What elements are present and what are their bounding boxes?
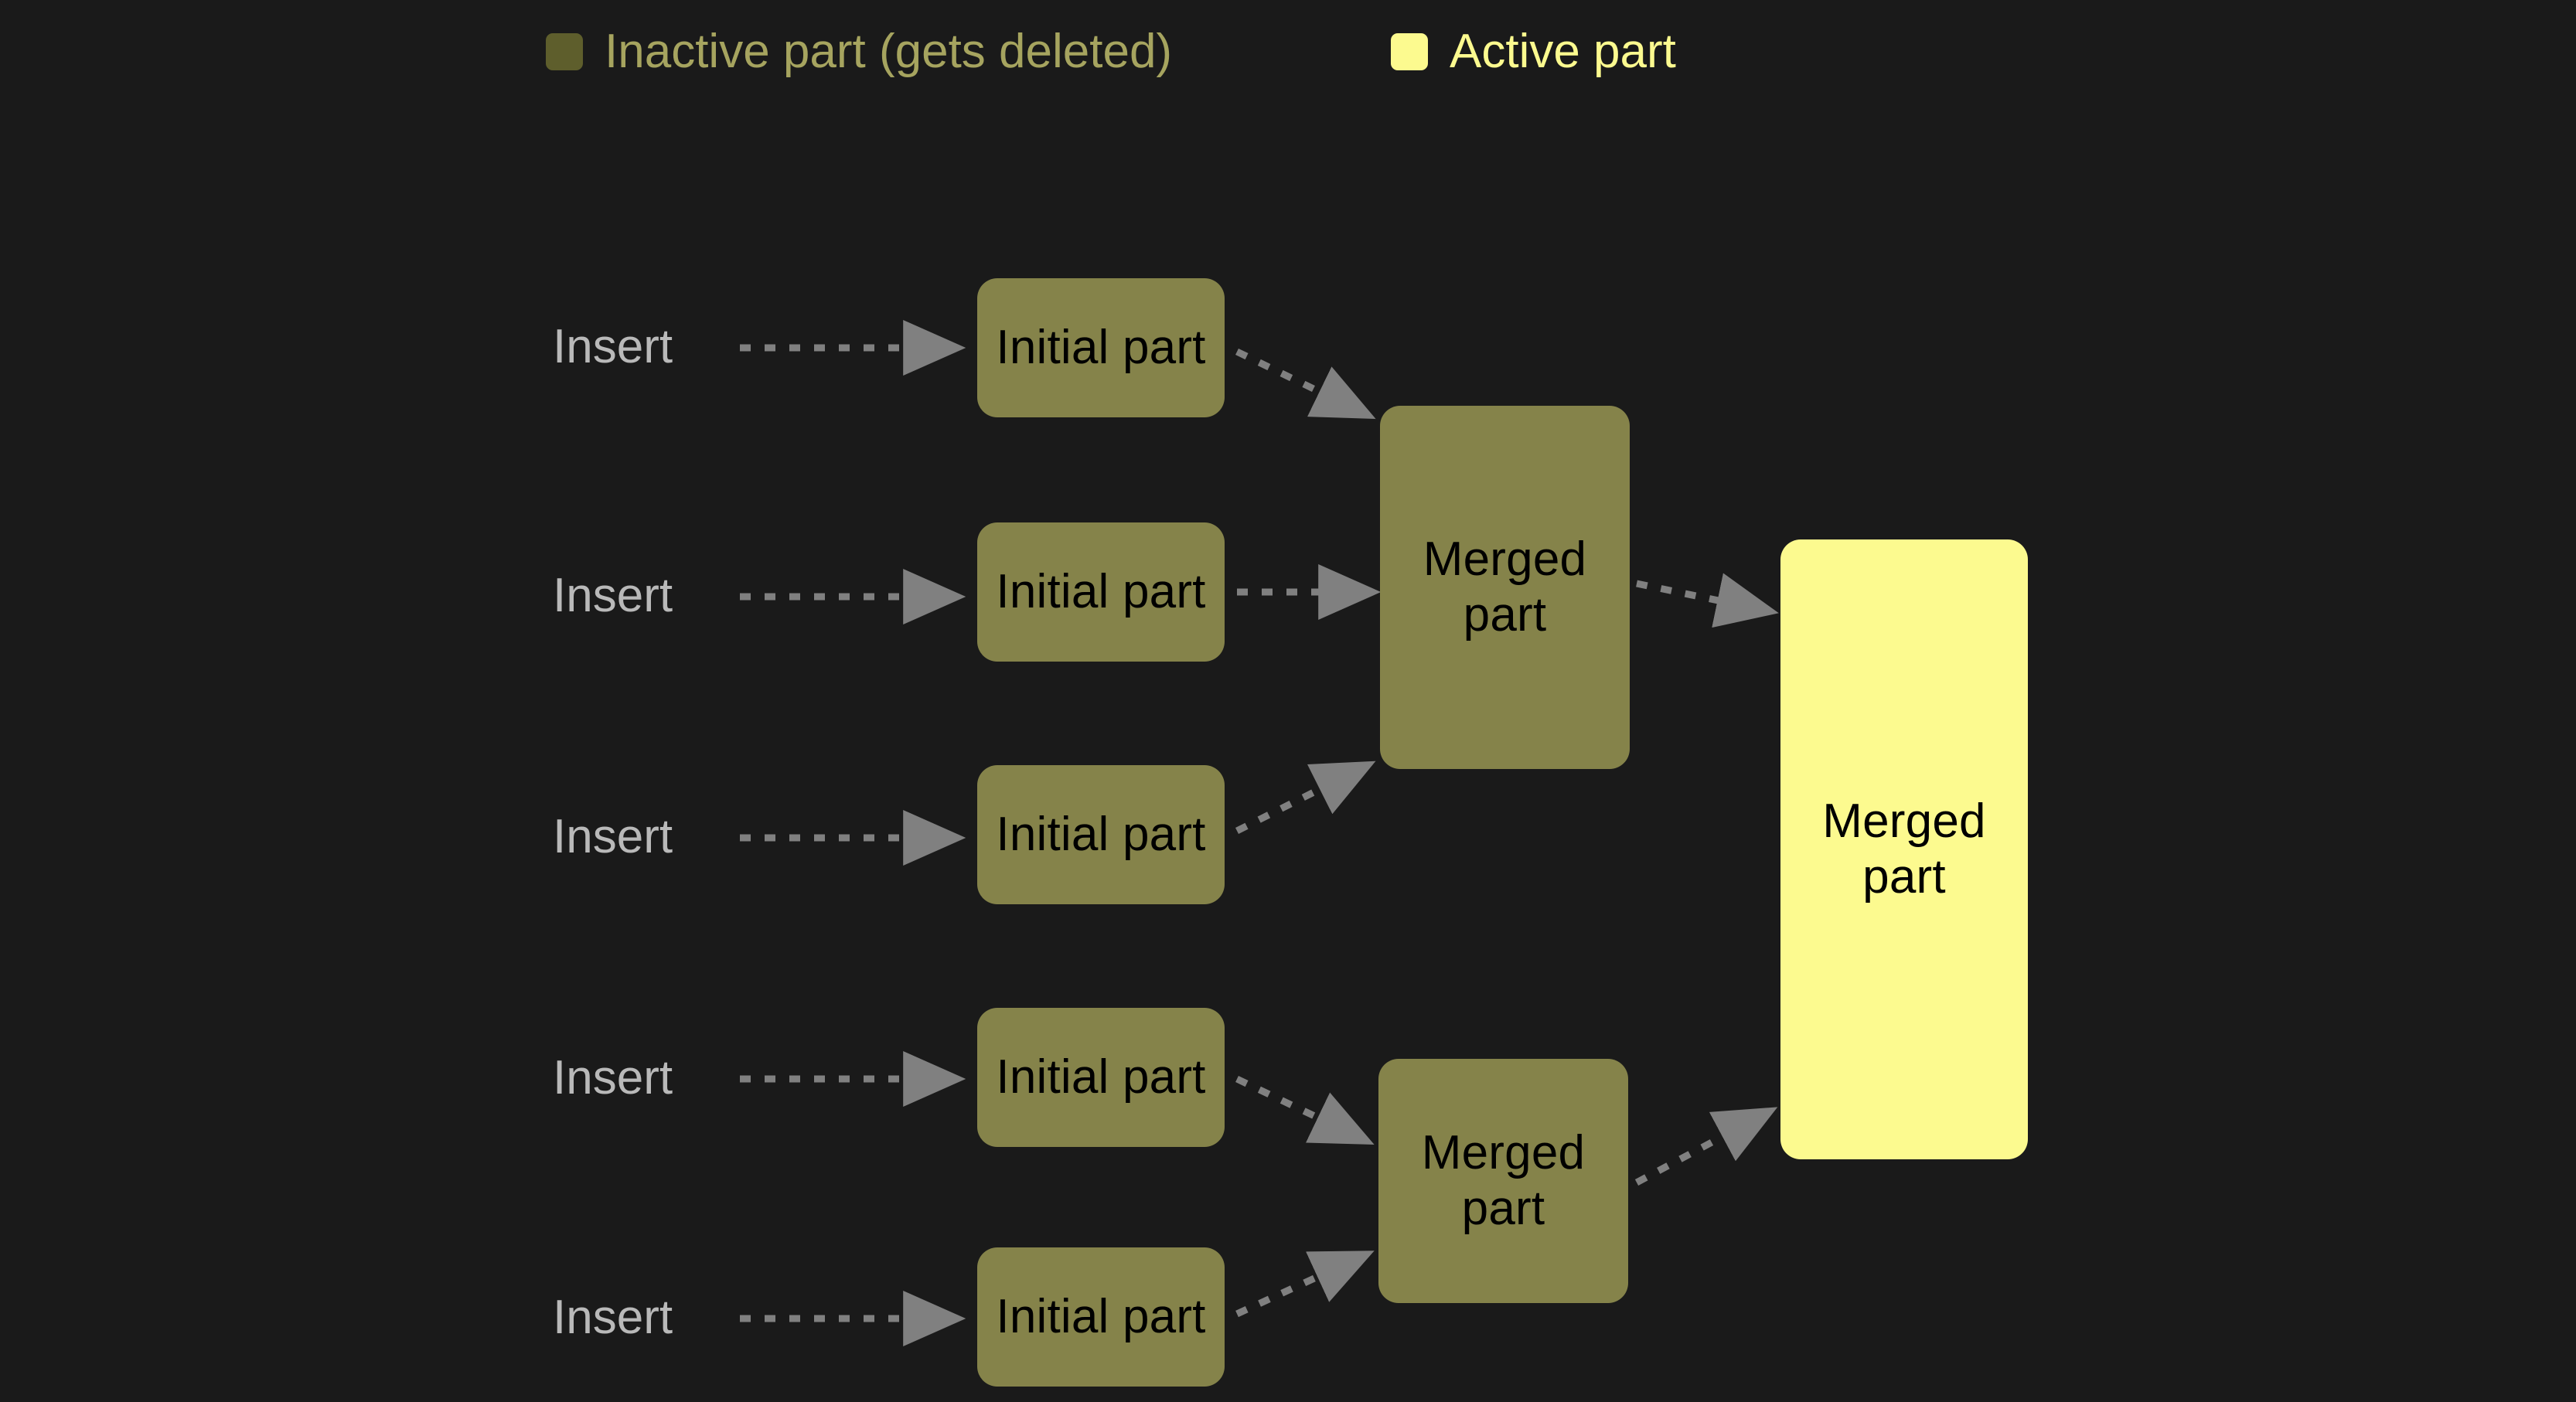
initial-part-box-4[interactable]: Initial part bbox=[977, 1008, 1225, 1147]
merged-part-box-1[interactable]: Merged part bbox=[1380, 406, 1630, 769]
legend-item-inactive: Inactive part (gets deleted) bbox=[546, 28, 1172, 76]
initial-part-box-1[interactable]: Initial part bbox=[977, 278, 1225, 417]
edge-initial-5-to-merged-2 bbox=[1235, 1251, 1375, 1318]
legend-label-inactive: Inactive part (gets deleted) bbox=[605, 25, 1173, 78]
initial-part-box-2[interactable]: Initial part bbox=[977, 522, 1225, 662]
edge-merged-2-to-final bbox=[1634, 1107, 1778, 1186]
edge-merged-1-to-final bbox=[1636, 573, 1779, 628]
insert-label-2: Insert bbox=[553, 569, 673, 622]
insert-label-4: Insert bbox=[553, 1051, 673, 1104]
insert-label-5: Insert bbox=[553, 1291, 673, 1344]
initial-part-box-3[interactable]: Initial part bbox=[977, 765, 1225, 904]
legend-label-active: Active part bbox=[1450, 25, 1676, 78]
edge-initial-1-to-merged-1 bbox=[1235, 348, 1376, 420]
insert-label-3: Insert bbox=[553, 810, 673, 863]
legend: Inactive part (gets deleted) Active part bbox=[0, 0, 2576, 93]
merged-part-label-1: Merged part bbox=[1423, 533, 1587, 641]
insert-label-1: Insert bbox=[553, 320, 673, 373]
inactive-swatch-icon bbox=[546, 33, 583, 70]
merged-part-box-2[interactable]: Merged part bbox=[1378, 1059, 1628, 1303]
initial-part-label-4: Initial part bbox=[996, 1050, 1206, 1104]
edge-initial-4-to-merged-2 bbox=[1235, 1075, 1375, 1145]
final-merged-part-label: Merged part bbox=[1822, 795, 1986, 903]
active-swatch-icon bbox=[1391, 33, 1428, 70]
initial-part-label-2: Initial part bbox=[996, 565, 1206, 619]
final-merged-part-box[interactable]: Merged part bbox=[1780, 539, 2028, 1159]
legend-item-active: Active part bbox=[1391, 28, 1676, 76]
initial-part-label-3: Initial part bbox=[996, 808, 1206, 862]
initial-part-label-1: Initial part bbox=[996, 321, 1206, 375]
initial-part-label-5: Initial part bbox=[996, 1290, 1206, 1344]
edge-initial-3-to-merged-1 bbox=[1235, 761, 1376, 835]
initial-part-box-5[interactable]: Initial part bbox=[977, 1247, 1225, 1387]
merged-part-label-2: Merged part bbox=[1421, 1126, 1586, 1235]
